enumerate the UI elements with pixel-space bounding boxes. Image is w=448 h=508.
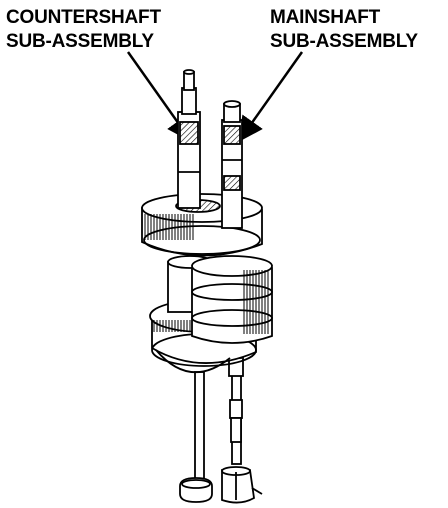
mainshaft [221,100,243,229]
countershaft-label-line2: SUB-ASSEMBLY [6,31,154,52]
right-gear-band-1 [191,283,273,301]
mainshaft-label-line1: MAINSHAFT [270,7,381,28]
lower-taper [155,349,231,373]
shaft-assembly [141,69,273,504]
right-gear-stack [191,255,273,344]
mainshaft-lower-tip [230,417,242,443]
mainshaft-lower-collar [229,399,243,419]
countershaft [177,69,201,209]
mainshaft-label: MAINSHAFT SUB-ASSEMBLY [270,6,418,54]
mainshaft-spline [223,125,241,145]
left-bottom-collet-top [181,479,211,489]
right-gear-teeth [242,270,270,334]
countershaft-label: COUNTERSHAFT SUB-ASSEMBLY [6,6,161,54]
right-bottom-collet [221,469,255,504]
mainshaft-knurl [223,175,241,191]
right-gear-band-2 [191,309,273,327]
countershaft-spline [179,121,199,145]
upper-gear [141,193,263,257]
countershaft-label-line1: COUNTERSHAFT [6,7,161,28]
mainshaft-tip-end [223,100,241,108]
left-lower-rod [194,371,205,481]
mainshaft-leader-arrow [238,51,304,143]
lower-rods [179,371,263,504]
countershaft-tip-end [183,69,195,75]
leader-arrows [126,51,304,143]
mainshaft-label-line2: SUB-ASSEMBLY [270,31,418,52]
right-bottom-collet-tick [251,487,263,495]
countershaft-leader-arrow [126,51,192,143]
countershaft-neck [181,87,197,115]
upper-gear-bottom [143,225,261,255]
